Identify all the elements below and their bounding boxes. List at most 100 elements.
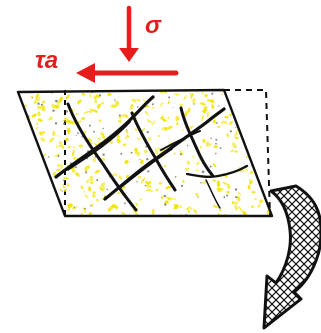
speckle xyxy=(55,145,57,149)
normal-stress-label: σ xyxy=(145,12,162,39)
speckle xyxy=(196,161,200,165)
speckle xyxy=(40,180,45,183)
speckle xyxy=(134,128,138,131)
speckle xyxy=(139,197,142,201)
speckle xyxy=(91,203,94,207)
speckle xyxy=(210,166,212,168)
speckle xyxy=(61,190,62,191)
speckle xyxy=(238,92,242,96)
speckle xyxy=(231,141,238,149)
speckle xyxy=(24,181,26,183)
speckle xyxy=(147,137,152,142)
speckle xyxy=(211,138,212,139)
speckle xyxy=(181,129,183,131)
speckle xyxy=(20,177,24,181)
speckle xyxy=(228,120,233,126)
speckle xyxy=(237,191,242,196)
speckle xyxy=(168,96,170,98)
speckle xyxy=(241,105,244,109)
speckle xyxy=(256,147,260,149)
speckle xyxy=(205,141,209,147)
speckle xyxy=(34,181,37,184)
speckle xyxy=(206,112,209,118)
speckle xyxy=(155,188,158,191)
speckle xyxy=(246,119,251,124)
speckle xyxy=(259,199,264,204)
speckle xyxy=(151,120,156,126)
speckle xyxy=(181,185,183,187)
speckle xyxy=(163,165,166,168)
speckle xyxy=(32,97,33,98)
speckle xyxy=(37,103,39,105)
speckle xyxy=(52,131,55,137)
speckle xyxy=(93,191,96,194)
speckle xyxy=(41,199,42,200)
speckle xyxy=(147,131,149,133)
speckle xyxy=(59,141,63,145)
speckle xyxy=(248,91,254,95)
speckle xyxy=(96,179,98,181)
speckle xyxy=(25,171,31,178)
speckle xyxy=(238,206,243,212)
speckle xyxy=(173,107,174,108)
speckle xyxy=(42,181,49,185)
speckle xyxy=(43,178,50,184)
speckle xyxy=(215,143,217,145)
speckle xyxy=(236,195,242,202)
speckle xyxy=(200,146,202,149)
speckle xyxy=(54,153,60,158)
speckle xyxy=(234,136,238,140)
speckle xyxy=(243,91,248,95)
speckle xyxy=(74,207,75,208)
speckle xyxy=(187,107,190,113)
speckle xyxy=(215,153,217,155)
speckle xyxy=(40,136,47,142)
speckle xyxy=(136,181,137,182)
speckle xyxy=(41,182,46,185)
speckle xyxy=(22,177,29,184)
speckle xyxy=(217,180,221,187)
speckle xyxy=(57,135,60,137)
speckle xyxy=(96,103,102,110)
speckle xyxy=(254,146,256,148)
speckle xyxy=(117,192,120,195)
speckle xyxy=(164,203,166,205)
speckle xyxy=(33,211,36,214)
speckle xyxy=(24,139,29,144)
speckle xyxy=(138,176,142,179)
speckle xyxy=(85,167,87,172)
speckle xyxy=(218,105,219,106)
speckle xyxy=(235,105,239,109)
speckle xyxy=(36,191,41,197)
shear-stress-label: τa xyxy=(35,47,58,74)
speckle xyxy=(235,188,237,190)
speckle xyxy=(164,195,166,197)
speckle xyxy=(234,150,238,153)
speckle xyxy=(23,195,28,200)
speckle xyxy=(146,119,152,124)
speckle xyxy=(154,148,158,155)
speckle xyxy=(63,177,69,180)
speckle xyxy=(235,196,237,198)
speckle xyxy=(250,152,253,155)
speckle xyxy=(252,147,258,150)
speckle xyxy=(98,137,102,141)
speckle xyxy=(63,180,65,182)
speckle xyxy=(78,144,83,148)
speckle xyxy=(245,129,248,132)
speckle xyxy=(224,196,225,197)
speckle xyxy=(67,145,71,149)
speckle xyxy=(37,106,42,110)
speckle xyxy=(182,180,185,184)
speckle xyxy=(226,191,229,194)
speckle xyxy=(140,177,145,184)
speckle xyxy=(92,194,96,198)
speckle xyxy=(235,127,236,128)
speckle xyxy=(106,189,108,191)
speckle xyxy=(44,205,47,207)
speckle xyxy=(187,161,190,165)
speckle xyxy=(101,102,104,105)
speckle xyxy=(90,181,94,184)
speckle xyxy=(219,209,222,212)
speckle xyxy=(93,96,96,100)
